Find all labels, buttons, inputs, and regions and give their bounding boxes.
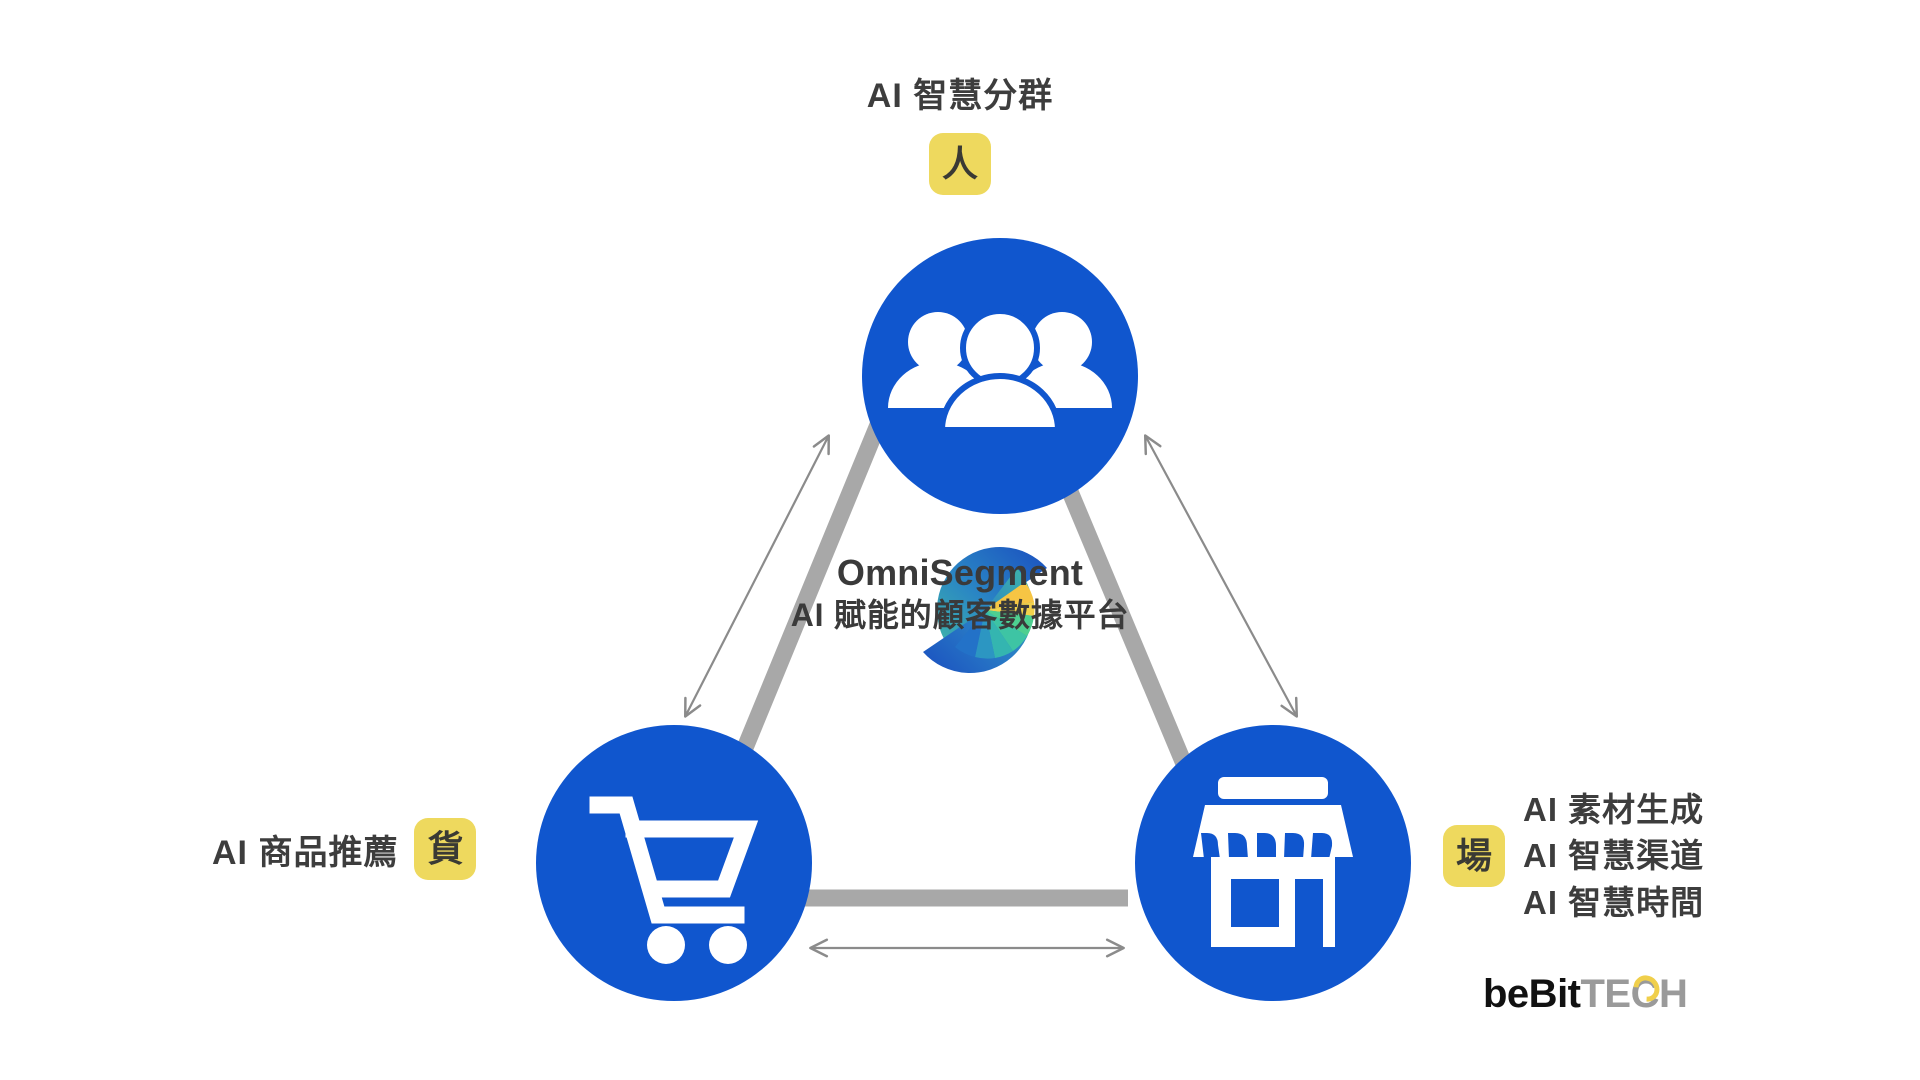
bebit-tech-logo: beBit TECH [1483, 970, 1688, 1017]
shopping-cart-icon [589, 796, 759, 964]
arrow-left-diagonal [684, 434, 830, 718]
top-node-label: AI 智慧分群 [866, 77, 1054, 115]
left-node-label: AI 商品推薦 [212, 833, 399, 872]
bebit-wordmark: beBit [1483, 972, 1581, 1016]
node-cart-circle [536, 725, 812, 1001]
storefront-icon [1193, 777, 1353, 947]
right-node-label-lines: AI 素材生成 AI 智慧渠道 AI 智慧時間 [1523, 790, 1704, 923]
node-people[interactable] [862, 238, 1138, 514]
badge-chang: 場 [1443, 825, 1505, 888]
right-node-label-line-3: AI 智慧時間 [1523, 883, 1705, 921]
top-node-label-group: AI 智慧分群 人 [0, 68, 1920, 195]
tech-c-arc-icon [1627, 970, 1665, 1007]
right-node-label-line-1: AI 素材生成 [1523, 791, 1705, 828]
right-node-label-line-2: AI 智慧渠道 [1523, 837, 1705, 875]
tech-wordmark: TECH [1580, 970, 1688, 1016]
arrow-right-diagonal [1143, 434, 1299, 718]
node-store[interactable] [1135, 725, 1411, 1001]
node-cart[interactable] [536, 725, 812, 1001]
right-node-label-group: 場 AI 素材生成 AI 智慧渠道 AI 智慧時間 [1443, 790, 1704, 923]
omnisegment-logo [923, 546, 1047, 674]
left-node-label-group: AI 商品推薦 貨 [212, 818, 477, 880]
badge-huo: 貨 [414, 818, 477, 880]
people-group-icon [888, 308, 1112, 433]
badge-ren: 人 [929, 133, 991, 195]
top-badge-wrap: 人 [0, 133, 1920, 195]
relationship-arrows [684, 434, 1299, 958]
